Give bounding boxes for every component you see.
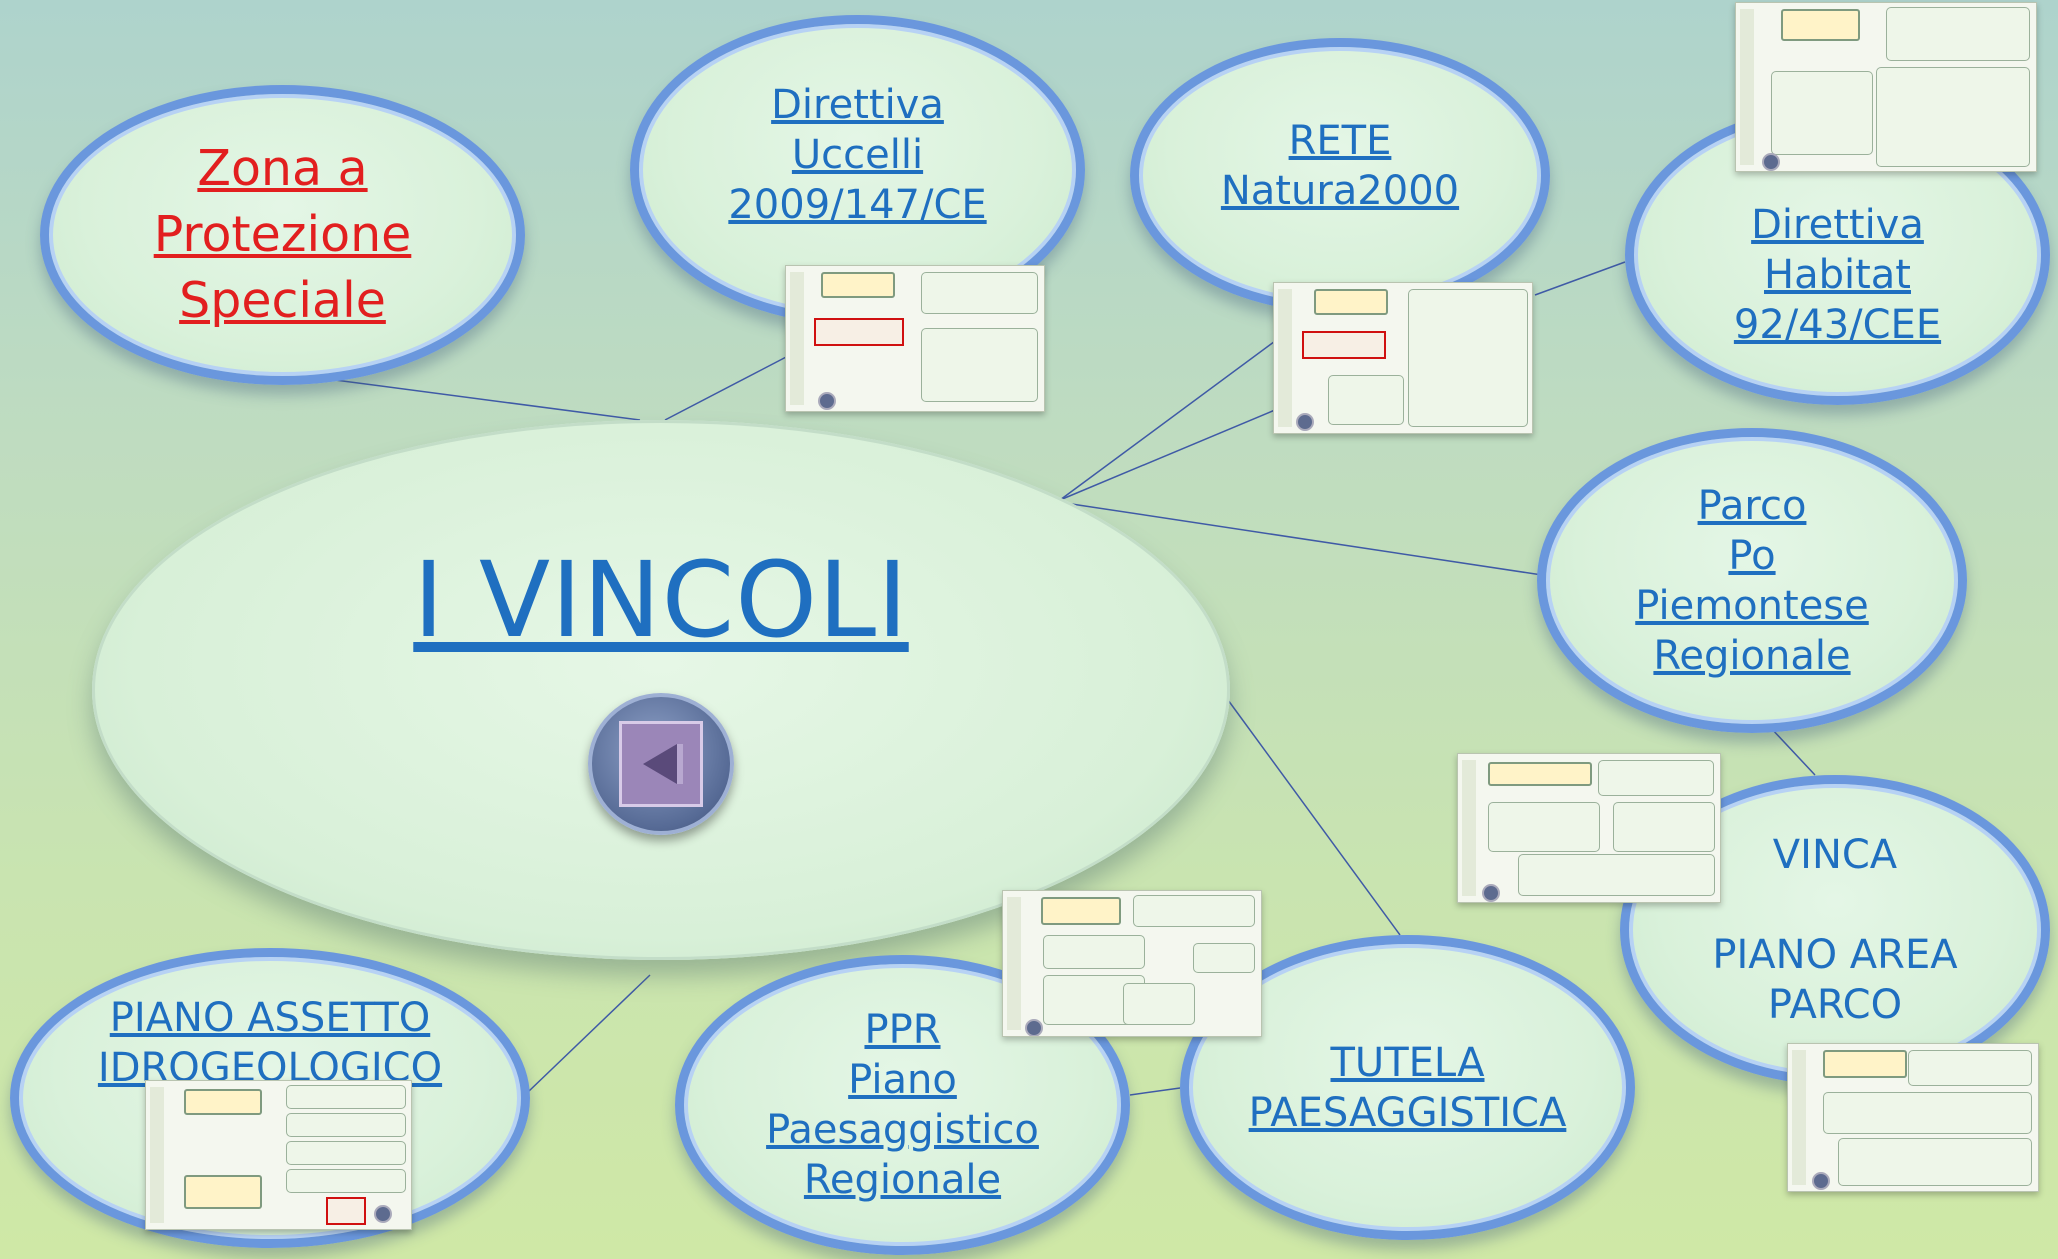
vinca-spacer <box>1712 880 1957 930</box>
connector-zps <box>334 379 641 421</box>
thumbnail-habitat[interactable] <box>1735 2 2037 172</box>
connector-parco-vinca <box>1769 726 1816 776</box>
vinca-node: VINCA PIANO AREA PARCO <box>1620 775 2050 1085</box>
back-button[interactable] <box>588 693 734 835</box>
connector-natura2000-b <box>1059 329 1291 501</box>
center-node: I VINCOLI <box>92 420 1230 960</box>
back-arrow-icon <box>619 721 703 807</box>
center-title-link[interactable]: I VINCOLI <box>413 539 909 661</box>
connector-ppr-tutela <box>1129 1087 1181 1096</box>
connector-uccelli <box>664 354 791 421</box>
parco-label: PARCO <box>1767 982 1903 1028</box>
connector-natura2000-a <box>1059 409 1276 501</box>
connector-parco <box>1064 502 1543 576</box>
thumbnail-uccelli[interactable] <box>785 265 1045 412</box>
thumbnail-parco[interactable] <box>1787 1043 2039 1192</box>
thumbnail-vinca[interactable] <box>1457 753 1721 903</box>
piano-area-label: PIANO AREA <box>1712 932 1958 978</box>
connector-tutela <box>1227 699 1401 936</box>
thumbnail-natura2000[interactable] <box>1273 282 1533 434</box>
connector-habitat <box>1534 261 1626 296</box>
thumbnail-ppr[interactable] <box>1002 890 1262 1037</box>
thumbnail-pai[interactable] <box>145 1080 412 1230</box>
connector-pai <box>527 974 651 1093</box>
vinca-label: VINCA <box>1772 832 1898 878</box>
